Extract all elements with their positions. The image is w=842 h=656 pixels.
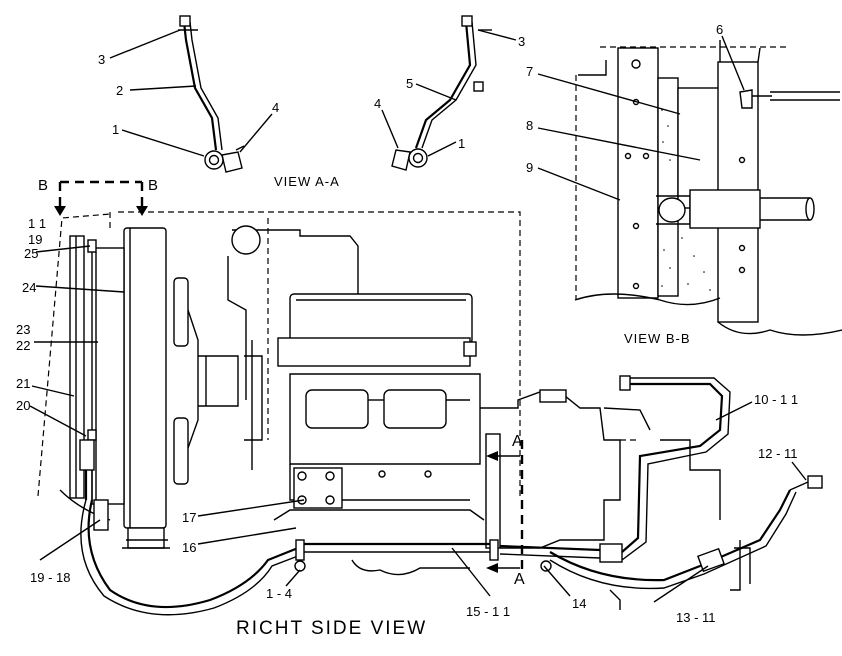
view-a-a-right-bracket bbox=[391, 15, 492, 171]
callout-8: 8 bbox=[526, 118, 533, 133]
callout-19: 19 bbox=[28, 232, 42, 247]
transmission-housing bbox=[480, 389, 751, 610]
callout-17: 17 bbox=[182, 510, 196, 525]
section-b-right-letter: B bbox=[148, 177, 158, 194]
hose-clamps bbox=[294, 539, 552, 572]
engine-block bbox=[227, 225, 485, 576]
view-b-b-title: VIEW B-B bbox=[624, 331, 691, 346]
callout-2: 2 bbox=[116, 83, 123, 98]
section-a-bottom-letter: A bbox=[514, 571, 525, 588]
callout-16: 16 bbox=[182, 540, 196, 555]
callout-14: 14 bbox=[572, 596, 586, 611]
callout-6: 6 bbox=[716, 22, 723, 37]
section-b-b-marker bbox=[54, 180, 148, 216]
callout-4-left: 4 bbox=[272, 100, 279, 115]
view-titles: VIEW A-A VIEW B-B RICHT SIDE VIEW bbox=[236, 174, 691, 639]
section-b-left-letter: B bbox=[38, 177, 48, 194]
callout-10-11: 10 - 1 1 bbox=[754, 392, 798, 407]
leader-lines bbox=[29, 29, 807, 603]
section-a-top-letter: A bbox=[512, 433, 523, 450]
view-a-a-title: VIEW A-A bbox=[274, 174, 340, 189]
right-side-view-title: RICHT SIDE VIEW bbox=[236, 618, 427, 639]
view-b-b-detail bbox=[574, 40, 842, 336]
callout-7: 7 bbox=[526, 64, 533, 79]
callout-numbers: 3 2 4 1 5 3 4 1 6 7 8 9 1 1 19 25 24 23 … bbox=[16, 22, 798, 625]
callout-24: 24 bbox=[22, 280, 36, 295]
callout-15-11: 15 - 1 1 bbox=[466, 604, 510, 619]
callout-13-11: 13 - 11 bbox=[676, 610, 716, 625]
callout-25: 25 bbox=[24, 246, 38, 261]
callout-4-right: 4 bbox=[374, 96, 381, 111]
callout-1-right: 1 bbox=[458, 136, 465, 151]
view-a-a-left-bracket bbox=[178, 15, 245, 173]
callout-20: 20 bbox=[16, 398, 30, 413]
callout-23: 23 bbox=[16, 322, 30, 337]
section-a-a-marker bbox=[486, 440, 524, 573]
callout-3-right: 3 bbox=[518, 34, 525, 49]
callout-3-left: 3 bbox=[98, 52, 105, 67]
hoses bbox=[59, 375, 823, 616]
radiator bbox=[69, 227, 170, 549]
callout-1-left: 1 bbox=[112, 122, 119, 137]
fan bbox=[173, 277, 239, 485]
callout-12-11: 12 - 11 bbox=[758, 446, 798, 461]
callout-5: 5 bbox=[406, 76, 413, 91]
callout-11: 1 1 bbox=[28, 216, 46, 231]
right-side-view-outlines bbox=[37, 211, 521, 500]
callout-9: 9 bbox=[526, 160, 533, 175]
callout-1-4: 1 - 4 bbox=[266, 586, 292, 601]
view-b-b-stipple bbox=[661, 109, 711, 291]
callout-19-18: 19 - 18 bbox=[30, 570, 70, 585]
section-letters: B B A A bbox=[38, 177, 525, 588]
callout-22: 22 bbox=[16, 338, 30, 353]
callout-21: 21 bbox=[16, 376, 30, 391]
